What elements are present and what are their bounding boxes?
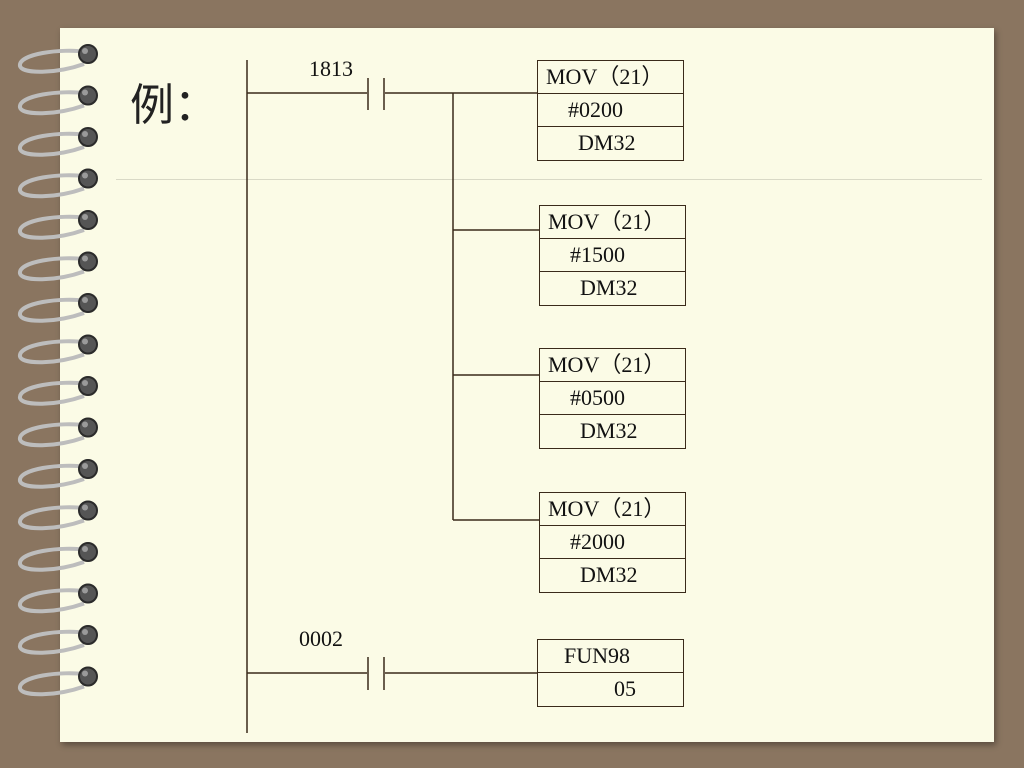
binding-hole-highlight: [82, 587, 88, 594]
mov-block-2-dest: DM32: [580, 275, 638, 300]
binding-hole-highlight: [82, 214, 88, 220]
binding-hole-highlight: [82, 297, 88, 303]
spiral-ring: [18, 629, 89, 655]
binding-hole-highlight: [82, 172, 88, 179]
mov-block-4: MOV（21） #2000 DM32: [539, 492, 686, 593]
spiral-ring: [18, 546, 89, 572]
slide-title: 例：: [130, 80, 218, 131]
spiral-ring: [18, 131, 89, 157]
mov-block-3: MOV（21） #0500 DM32: [539, 348, 686, 449]
binding-hole-highlight: [82, 504, 88, 511]
spiral-ring: [18, 90, 89, 116]
binding-hole-highlight: [82, 255, 88, 262]
notebook-page: [60, 28, 994, 742]
binding-hole-highlight: [82, 670, 88, 677]
binding-hole-highlight: [82, 131, 88, 137]
mov-block-1-dest: DM32: [578, 130, 636, 155]
mov-block-1-op: MOV（21）: [538, 61, 683, 94]
mov-block-3-dest: DM32: [580, 418, 638, 443]
mov-block-1: MOV（21） #0200 DM32: [537, 60, 684, 161]
spiral-ring: [18, 256, 89, 282]
spiral-ring: [18, 173, 89, 199]
spiral-binding: [18, 44, 98, 697]
mov-block-3-op: MOV（21）: [540, 349, 685, 382]
fun98-block-param: 05: [614, 676, 636, 701]
spiral-ring: [18, 339, 89, 365]
spiral-ring: [18, 505, 89, 531]
mov-block-2-op: MOV（21）: [540, 206, 685, 239]
spiral-ring: [18, 48, 89, 74]
mov-block-4-source: #2000: [540, 526, 685, 559]
spiral-ring: [18, 463, 89, 489]
spiral-ring: [18, 588, 89, 614]
mov-block-2: MOV（21） #1500 DM32: [539, 205, 686, 306]
mov-block-2-source: #1500: [540, 239, 685, 272]
fun98-block-op: FUN98: [538, 640, 683, 673]
spiral-ring: [18, 380, 89, 406]
binding-hole-highlight: [82, 629, 88, 635]
binding-hole-highlight: [82, 89, 88, 96]
spiral-ring: [18, 671, 89, 697]
binding-hole-highlight: [82, 546, 88, 552]
mov-block-3-source: #0500: [540, 382, 685, 415]
title-divider: [116, 179, 982, 180]
binding-hole-highlight: [82, 463, 88, 469]
mov-block-4-op: MOV（21）: [540, 493, 685, 526]
binding-hole-highlight: [82, 380, 88, 386]
contact-1813-label: 1813: [309, 56, 353, 81]
binding-hole-highlight: [82, 48, 88, 54]
mov-block-1-source: #0200: [538, 94, 683, 127]
spiral-ring: [18, 422, 89, 448]
binding-hole-highlight: [82, 338, 88, 345]
binding-hole-highlight: [82, 421, 88, 428]
mov-block-4-dest: DM32: [580, 562, 638, 587]
spiral-ring: [18, 214, 89, 240]
spiral-ring: [18, 297, 89, 323]
contact-0002-label: 0002: [299, 626, 343, 651]
fun98-block: FUN98 05: [537, 639, 684, 707]
